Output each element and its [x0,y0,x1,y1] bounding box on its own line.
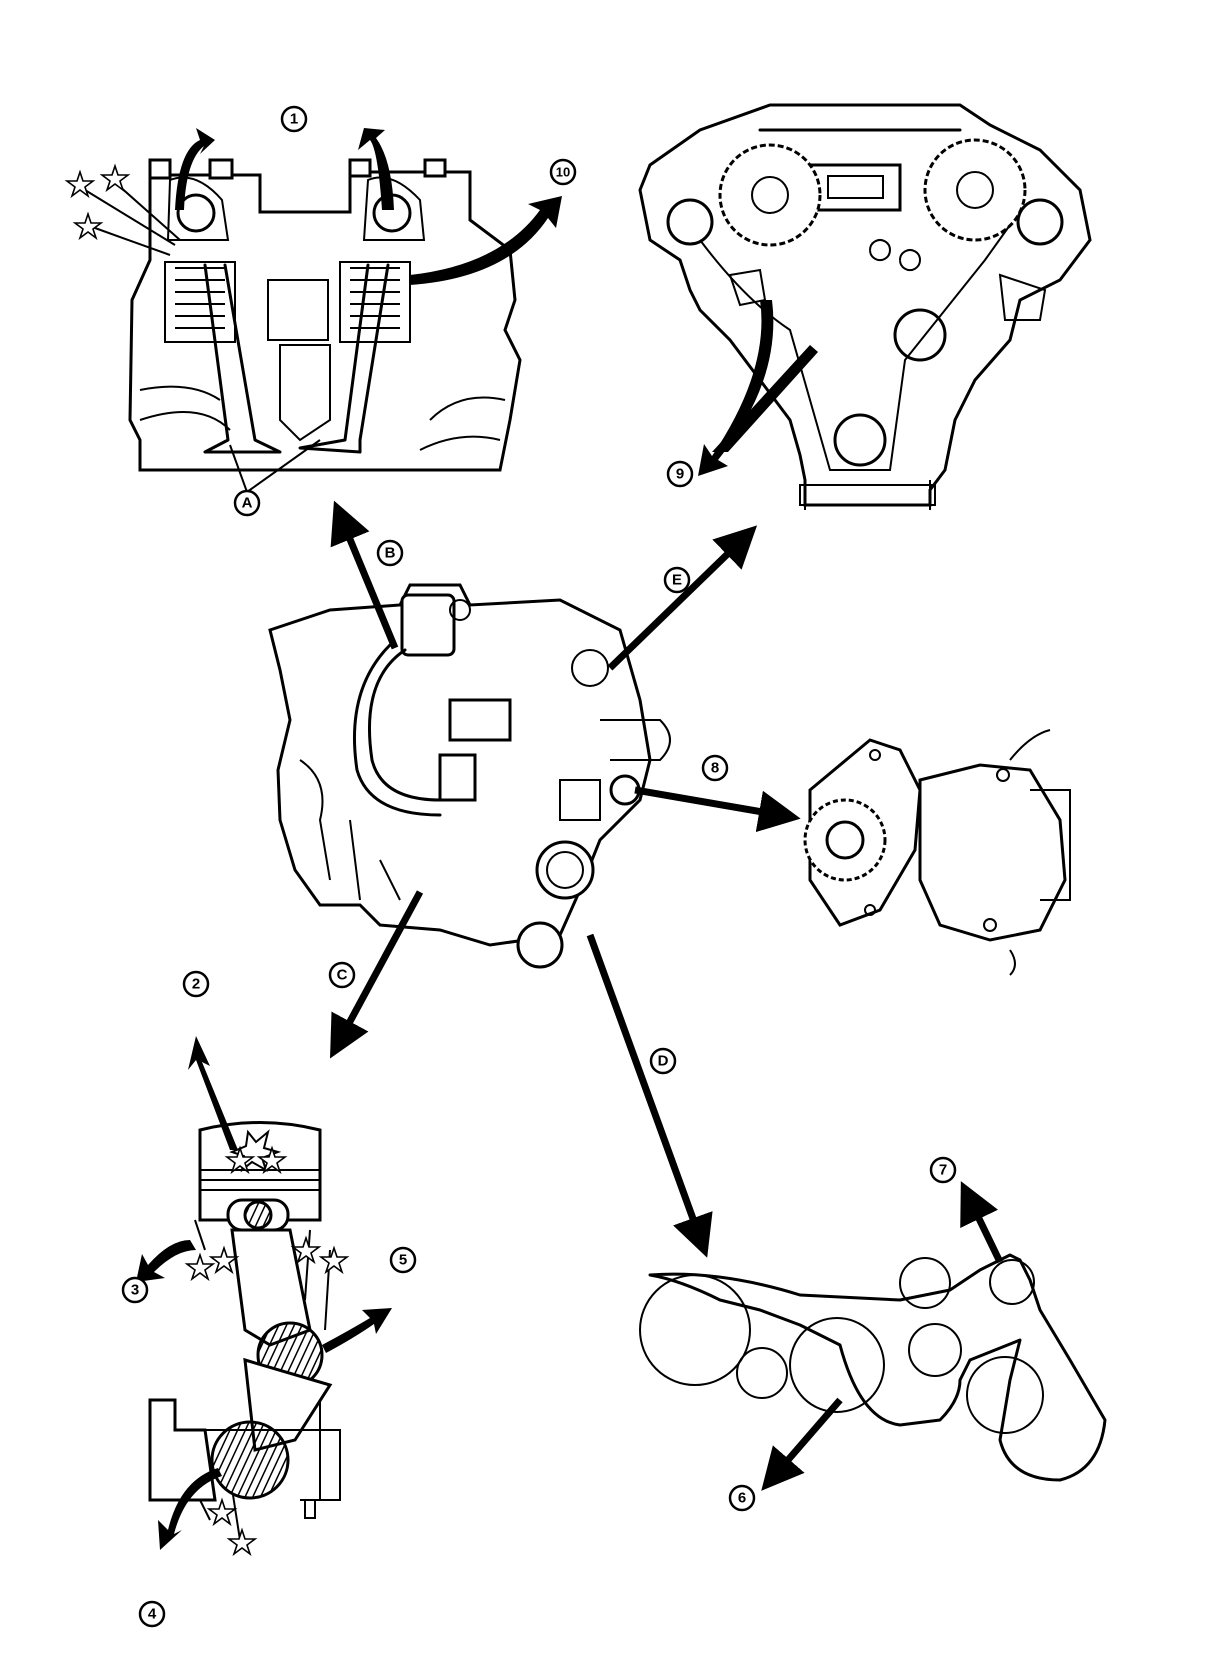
cylinder-head-section [64,128,562,493]
callout-7-label: 7 [939,1162,947,1179]
callout-A-label: A [242,495,253,512]
drive-belt-section [639,1253,1107,1482]
callout-D: D [649,1047,677,1075]
callout-4-label: 4 [148,1606,157,1623]
callout-A: A [233,489,261,517]
callout-3: 3 [121,1276,149,1304]
callout-5-label: 5 [399,1252,407,1269]
callout-5: 5 [389,1246,417,1274]
callout-6-label: 6 [738,1490,746,1507]
engine-assembly [268,583,671,969]
callout-E: E [663,566,691,594]
water-pump-section [803,729,1071,976]
callout-1-label: 1 [290,111,298,128]
callout-9-label: 9 [676,466,684,483]
callout-10: 10 [549,158,577,186]
callout-D-label: D [658,1053,669,1070]
callout-2-label: 2 [192,976,200,993]
timing-chain-section [638,103,1092,510]
callout-8: 8 [701,754,729,782]
leader-arrows [330,500,1004,1491]
callout-E-label: E [672,572,682,589]
callout-10-label: 10 [556,165,570,180]
callout-9: 9 [666,460,694,488]
callout-6: 6 [728,1484,756,1512]
callout-1: 1 [280,105,308,133]
callout-7: 7 [929,1156,957,1184]
callout-8-label: 8 [711,760,719,777]
star-marks [64,163,131,241]
callout-C: C [328,961,356,989]
callout-3-label: 3 [131,1282,139,1299]
callout-2: 2 [182,970,210,998]
piston-crank-section [136,1036,392,1557]
callout-4: 4 [138,1600,166,1628]
callout-B: B [376,539,404,567]
star-marks [184,1145,350,1557]
callout-B-label: B [385,545,396,562]
callout-C-label: C [337,967,348,984]
